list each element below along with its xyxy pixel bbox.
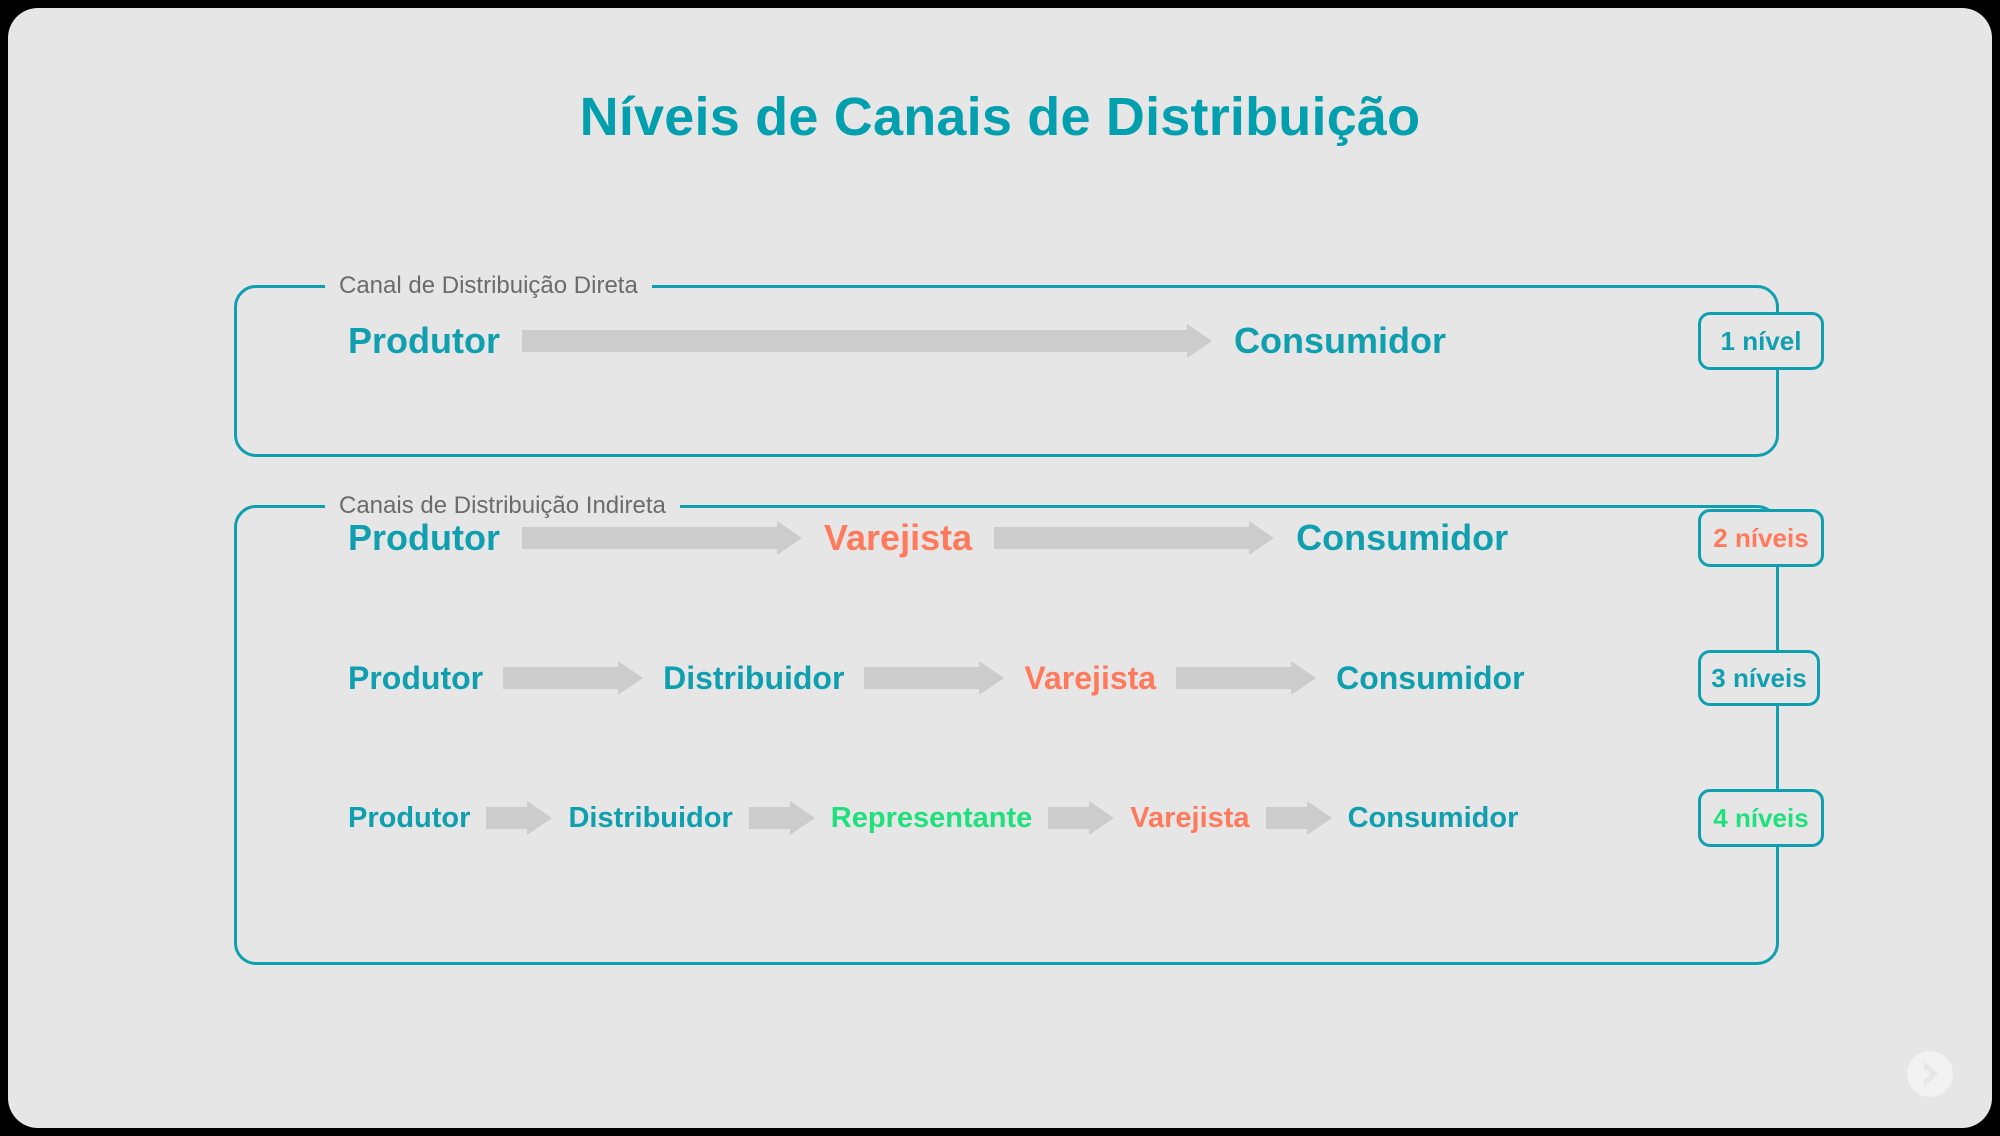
flow-arrow-icon [503,661,644,695]
group-direct-channel: Canal de Distribuição Direta [234,271,1779,457]
level-badge: 4 níveis [1698,789,1824,847]
channel-node-representante: Representante [830,801,1033,834]
channel-node-produtor: Produtor [348,320,500,361]
slide-canvas: Níveis de Canais de Distribuição Canal d… [8,8,1992,1128]
flow-arrow-icon [521,324,1212,358]
channel-row: Produtor Consumidor [234,311,1779,371]
channel-node-varejista: Varejista [1024,660,1157,696]
flow-arrow-icon [748,801,815,835]
level-badge: 2 níveis [1698,509,1824,567]
channel-node-varejista: Varejista [823,517,973,558]
flow-arrow-icon [486,801,553,835]
level-badge-label: 1 nível [1720,325,1802,356]
channel-row-nodes: Produtor Varejista Consumidor [348,520,1508,556]
channel-node-consumidor: Consumidor [1336,660,1525,696]
channel-node-distribuidor: Distribuidor [663,660,845,696]
level-badge: 1 nível [1698,312,1824,370]
level-badge-label: 4 níveis [1713,802,1809,833]
channel-node-consumidor: Consumidor [1233,320,1446,361]
page-title: Níveis de Canais de Distribuição [579,87,1421,147]
chevron-right-icon [1907,1051,1953,1097]
channel-node-produtor: Produtor [348,660,484,696]
group-indirect-legend: Canais de Distribuição Indireta [325,491,680,521]
channel-node-consumidor: Consumidor [1347,801,1519,834]
flow-arrow-icon [864,661,1005,695]
channel-row: Produtor Distribuidor Varejista Consumidor [234,648,1779,708]
flow-arrow-icon [994,521,1275,555]
flow-arrow-icon [1176,661,1317,695]
level-badge-label: 3 níveis [1711,662,1807,693]
channel-row: Produtor Distribuidor Representante Varejis… [234,788,1779,848]
level-badge-label: 2 níveis [1713,522,1809,553]
channel-node-produtor: Produtor [348,517,500,558]
channel-node-consumidor: Consumidor [1296,517,1509,558]
flow-arrow-icon [1265,801,1332,835]
channel-row: Produtor Varejista Consumidor [234,508,1779,568]
channel-row-nodes: Produtor Distribuidor Varejista Consumidor [348,661,1525,695]
channel-row-nodes: Produtor Distribuidor Representante Varejis… [348,801,1518,835]
flow-arrow-icon [521,521,802,555]
channel-node-varejista: Varejista [1130,801,1250,834]
channel-node-distribuidor: Distribuidor [568,801,733,834]
flow-arrow-icon [1048,801,1115,835]
group-direct-legend: Canal de Distribuição Direta [325,271,652,301]
channel-row-nodes: Produtor Consumidor [348,323,1446,359]
level-badge: 3 níveis [1698,650,1820,706]
group-indirect-channels: Canais de Distribuição Indireta [234,491,1779,965]
channel-node-produtor: Produtor [348,801,471,834]
next-slide-button[interactable] [1904,1048,1956,1100]
